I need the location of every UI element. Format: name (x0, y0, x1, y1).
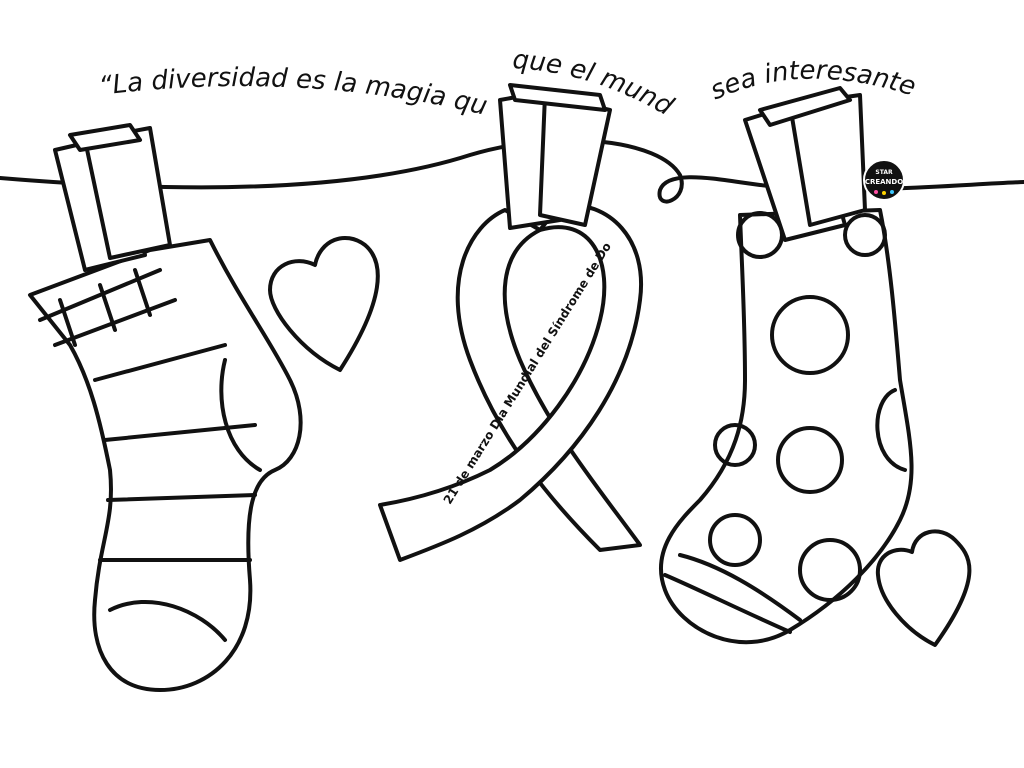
left-clothespin (53, 123, 172, 272)
middle-clothespin (498, 83, 612, 230)
heart-shape (268, 235, 380, 372)
svg-text:STAR: STAR (875, 169, 893, 176)
brand-logo: STAR CREANDO (863, 159, 905, 201)
heart-shape (875, 529, 972, 647)
svg-text:CREANDO: CREANDO (865, 178, 903, 186)
quote-part-1: “La diversidad es la magia que hace (0, 0, 490, 122)
polka-dot-sock (658, 208, 914, 645)
right-clothespin (743, 86, 867, 242)
striped-sock (28, 238, 303, 692)
